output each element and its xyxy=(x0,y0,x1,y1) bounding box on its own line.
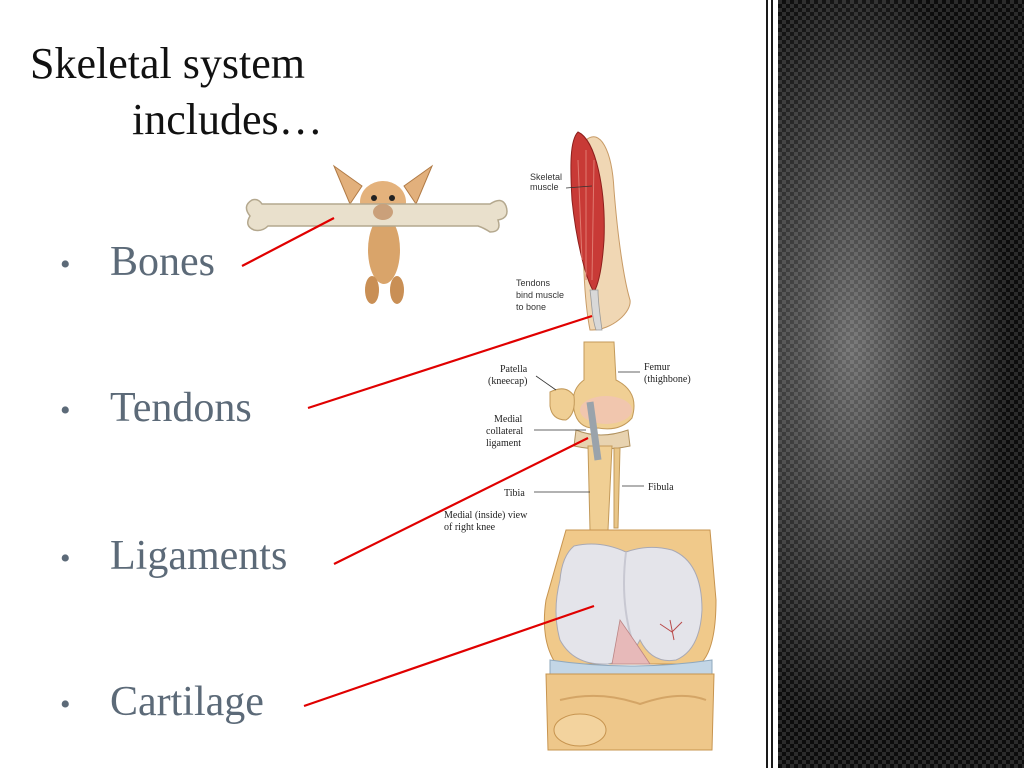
dog-with-bone-image xyxy=(245,164,508,304)
connector-lines xyxy=(241,217,595,708)
bullet-cartilage: • Cartilage xyxy=(60,678,264,729)
label-femur-1: Femur xyxy=(644,362,671,373)
divider-line-1 xyxy=(766,0,768,768)
connector-bones xyxy=(241,217,335,267)
label-skeletal-muscle-2: muscle xyxy=(530,182,559,192)
caption-knee-2: of right knee xyxy=(444,522,496,533)
bullet-text: Tendons xyxy=(110,385,252,431)
title-line-1: Skeletal system xyxy=(30,39,305,88)
bullet-marker: • xyxy=(60,542,71,576)
connector-ligaments xyxy=(333,437,589,565)
label-patella-2: (kneecap) xyxy=(488,376,527,387)
knee-cartilage-image xyxy=(543,529,717,751)
bullet-marker: • xyxy=(60,688,71,722)
label-tendons-3: to bone xyxy=(516,302,546,312)
bullet-text: Bones xyxy=(110,239,215,285)
caption-knee-1: Medial (inside) view xyxy=(444,510,528,521)
illustrations: Skeletal muscle Tendons bind muscle to b… xyxy=(241,131,717,751)
label-mcl-1: Medial xyxy=(494,414,523,425)
connector-cartilage xyxy=(303,604,595,708)
bullet-marker: • xyxy=(60,248,71,282)
label-tendons-2: bind muscle xyxy=(516,290,564,300)
knee-medial-view-image: Patella (kneecap) Femur (thighbone) Medi… xyxy=(444,341,691,533)
bullet-tendons: • Tendons xyxy=(60,384,252,435)
muscle-tendon-image: Skeletal muscle Tendons bind muscle to b… xyxy=(516,131,631,331)
slide-title: Skeletal system includes… xyxy=(30,36,323,148)
label-mcl-2: collateral xyxy=(486,426,523,437)
slide-content: Skeletal system includes… • Bones • Tendon… xyxy=(30,36,717,751)
decorative-side-panel xyxy=(778,0,1024,768)
bullet-text: Cartilage xyxy=(110,679,264,725)
bullet-marker: • xyxy=(60,394,71,428)
label-patella-1: Patella xyxy=(500,364,528,375)
label-femur-2: (thighbone) xyxy=(644,374,691,385)
label-tendons-1: Tendons xyxy=(516,278,551,288)
label-skeletal-muscle-1: Skeletal xyxy=(530,172,562,182)
bullet-ligaments: • Ligaments xyxy=(60,532,287,583)
label-tibia: Tibia xyxy=(504,488,525,499)
label-mcl-3: ligament xyxy=(486,438,521,449)
bullet-text: Ligaments xyxy=(110,533,288,579)
connector-tendons xyxy=(307,314,593,410)
title-line-2: includes… xyxy=(132,95,323,144)
bullet-bones: • Bones xyxy=(60,238,215,289)
divider-line-2 xyxy=(771,0,773,768)
label-fibula: Fibula xyxy=(648,482,674,493)
